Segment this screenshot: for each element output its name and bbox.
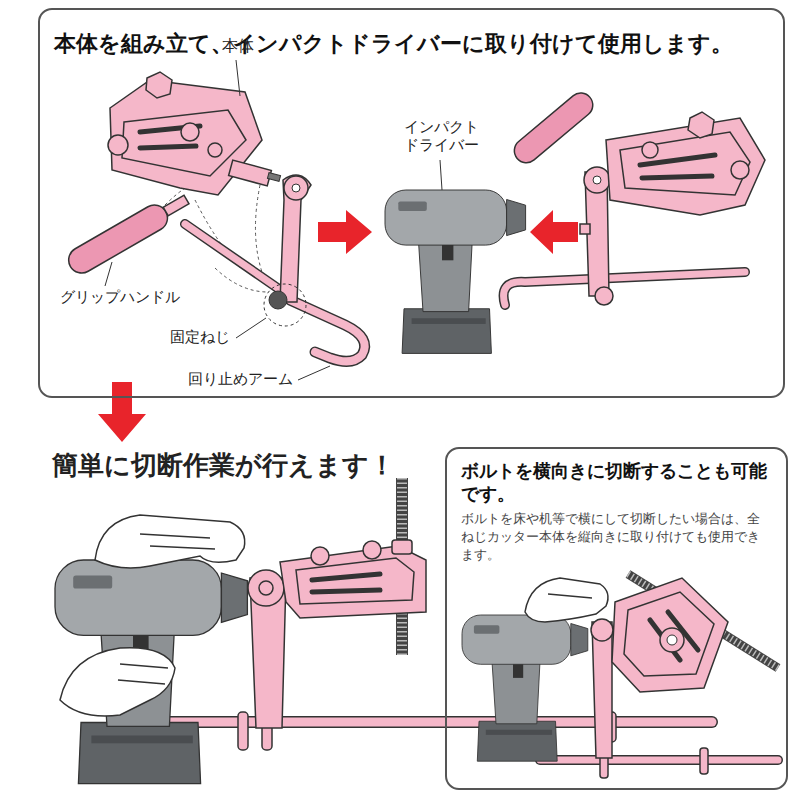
drawing-part xyxy=(259,581,273,595)
part-name: 本体 xyxy=(222,36,254,55)
drawing-part xyxy=(392,540,412,554)
drawing-part xyxy=(280,546,426,618)
drawing-part xyxy=(60,648,175,716)
drawing-part xyxy=(150,718,712,727)
part-name: 回り止めアーム xyxy=(188,370,293,388)
drawing-part xyxy=(509,88,597,167)
note-panel: ボルトを横向きに切断することも可能です。ボルトを床や机等で横にして切断したい場合… xyxy=(445,447,788,790)
exploded-parts xyxy=(64,72,365,361)
drawing-part xyxy=(236,318,266,338)
drawing-part xyxy=(312,574,380,580)
impact-driver xyxy=(385,190,526,353)
drawing-part xyxy=(264,284,306,326)
drawing-part xyxy=(208,143,222,157)
arrow-down xyxy=(98,382,146,442)
drawing-part xyxy=(688,112,714,138)
drawing-part xyxy=(290,300,365,361)
drawing-part xyxy=(591,619,613,641)
drawing-part xyxy=(64,188,193,278)
panel-body: ボルトを床や机等で横にして切断したい場合は、全ねじカッター本体を縦向きに取り付け… xyxy=(461,510,772,565)
drawing-part xyxy=(525,578,608,622)
drawing-part xyxy=(612,578,728,692)
drawing-part xyxy=(122,110,246,176)
arrow-right xyxy=(318,210,372,254)
drawing-part xyxy=(620,132,750,195)
drawing-part xyxy=(185,224,292,298)
drawing-part xyxy=(440,160,442,190)
drawing-part xyxy=(185,224,292,298)
drawing-part xyxy=(593,176,601,184)
drawing-part xyxy=(292,184,300,192)
drawing-part xyxy=(146,72,172,98)
drawing-part xyxy=(181,123,199,141)
drawing-part xyxy=(624,592,714,676)
drawing-part xyxy=(504,272,745,305)
drawing-part xyxy=(311,547,329,565)
drawing-part xyxy=(118,664,168,684)
part-name: インパクト ドライバー xyxy=(398,118,484,154)
drawing-part xyxy=(229,160,272,186)
arrow-left xyxy=(530,210,578,254)
drawing-part xyxy=(140,534,215,549)
drawing-part xyxy=(269,291,287,309)
horizontal-cut-scene xyxy=(462,574,778,778)
drawing-part xyxy=(267,173,280,182)
drawing-part xyxy=(606,118,765,215)
drawing-part xyxy=(150,716,712,728)
panel-heading: 本体を組み立て、インパクトドライバーに取り付けて使用します。 xyxy=(54,30,769,59)
drawing-part xyxy=(595,287,613,305)
drawing-part xyxy=(312,590,380,592)
drawing-part xyxy=(236,60,240,96)
drawing-part xyxy=(296,558,414,604)
drawing-part xyxy=(642,176,712,178)
drawing-part xyxy=(584,167,610,193)
drawing-part xyxy=(64,200,172,278)
drawing-part xyxy=(540,755,778,765)
drawing-part xyxy=(642,142,658,158)
drawing-part xyxy=(55,560,247,784)
intro-panel: 本体を組み立て、インパクトドライバーに取り付けて使用します。 xyxy=(38,8,785,398)
drawing-part xyxy=(592,622,612,758)
drawing-part xyxy=(504,272,745,305)
drawing-part xyxy=(105,262,112,286)
drawing-part xyxy=(238,712,248,750)
drawing-part xyxy=(660,628,684,652)
drawing-part xyxy=(548,594,592,598)
drawing-part xyxy=(580,224,590,234)
drawing-part xyxy=(108,135,128,155)
drawing-part xyxy=(290,300,365,361)
part-name: グリップハンドル xyxy=(60,288,180,306)
drawing-part xyxy=(163,195,189,216)
drawing-part xyxy=(284,176,308,200)
panel-heading: ボルトを横向きに切断することも可能です。 xyxy=(461,459,772,506)
drawing-part xyxy=(248,570,284,606)
drawing-part xyxy=(667,635,677,645)
drawing-part xyxy=(298,366,330,380)
assembled-tool xyxy=(504,88,765,305)
drawing-part xyxy=(363,541,381,559)
drawing-part xyxy=(509,88,597,167)
drawing-part xyxy=(700,748,708,774)
drawing-part xyxy=(731,161,749,179)
part-name: 固定ねじ xyxy=(170,328,230,346)
drawing-part xyxy=(540,757,778,764)
drawing-part xyxy=(95,515,245,568)
section-heading: 簡単に切断作業が行えます！ xyxy=(52,450,395,481)
drawing-part xyxy=(462,615,588,761)
drawing-part xyxy=(280,175,311,302)
drawing-part xyxy=(140,146,196,148)
